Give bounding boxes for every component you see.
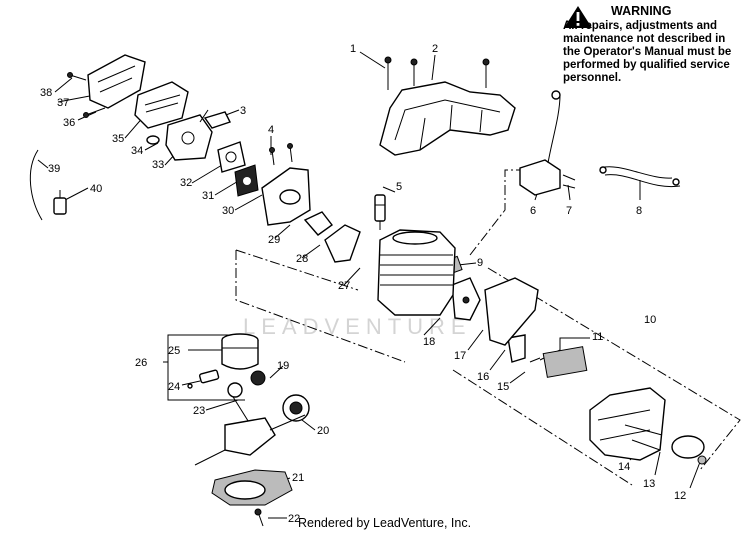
- part-muffler-nut: [697, 455, 707, 465]
- callout-9: 9: [477, 257, 483, 269]
- callout-15: 15: [497, 381, 509, 393]
- part-filter-screw: [83, 107, 106, 118]
- callout-7: 7: [566, 205, 572, 217]
- callout-17: 17: [454, 350, 466, 362]
- callout-32: 32: [180, 177, 192, 189]
- warning-text: All repairs, adjustments and maintenance…: [563, 20, 732, 84]
- part-carb-clip: [203, 111, 231, 129]
- part-piston: [221, 333, 259, 370]
- part-filter-cover: [87, 54, 146, 109]
- part-fuel-line: [29, 149, 43, 221]
- callout-20: 20: [317, 425, 329, 437]
- part-cylinder-cover: [379, 81, 516, 156]
- callout-40: 40: [90, 183, 102, 195]
- part-ground-wire: [599, 166, 681, 188]
- callout-38: 38: [40, 87, 52, 99]
- part-intake-manifold: [261, 167, 311, 226]
- callout-36: 36: [63, 117, 75, 129]
- callout-37: 37: [57, 97, 69, 109]
- callout-35: 35: [112, 133, 124, 145]
- callout-numbers: 1 2 3 4 5 6 7 8 9 10 11 12 13 14 15 16 1…: [40, 43, 686, 525]
- callout-3: 3: [240, 105, 246, 117]
- part-heat-shield: [484, 277, 539, 346]
- part-heat-shield-screw: [529, 357, 541, 363]
- part-crankshaft: [194, 382, 306, 466]
- callout-29: 29: [268, 234, 280, 246]
- part-carburetor: [165, 109, 213, 161]
- callout-2: 2: [432, 43, 438, 55]
- part-cover-screws: [384, 56, 490, 90]
- warning-title: WARNING: [611, 4, 672, 18]
- callout-18: 18: [423, 336, 435, 348]
- callout-14: 14: [618, 461, 630, 473]
- part-needle-bearing: [250, 370, 266, 386]
- part-gasket-plate: [451, 277, 481, 321]
- part-crankcase-screw: [254, 508, 264, 527]
- part-intake-screws: [269, 143, 293, 166]
- callout-16: 16: [477, 371, 489, 383]
- warning-triangle-icon: [564, 6, 592, 28]
- callout-6: 6: [530, 205, 536, 217]
- callout-27: 27: [338, 280, 350, 292]
- callout-21: 21: [292, 472, 304, 484]
- callout-12: 12: [674, 490, 686, 502]
- callout-39: 39: [48, 163, 60, 175]
- part-intake-boot: [324, 224, 361, 263]
- callout-26: 26: [135, 357, 147, 369]
- part-spark-arrestor: [542, 346, 588, 378]
- callout-10: 10: [644, 314, 656, 326]
- callout-4: 4: [268, 124, 274, 136]
- callout-34: 34: [131, 145, 143, 157]
- callout-28: 28: [296, 253, 308, 265]
- watermark: LEADVENTURE: [243, 314, 472, 339]
- part-crank-bearing-right: [282, 394, 310, 422]
- part-spark-plug: [374, 194, 386, 230]
- part-intake-adapter: [303, 211, 333, 236]
- callout-22: 22: [288, 513, 300, 525]
- callout-25: 25: [168, 345, 180, 357]
- part-bracket: [507, 334, 526, 363]
- part-wrist-pin: [187, 369, 220, 389]
- footer-credit: Rendered by LeadVenture, Inc.: [298, 516, 472, 530]
- callout-1: 1: [350, 43, 356, 55]
- part-ignition-module: [519, 90, 561, 196]
- part-muffler: [589, 387, 705, 461]
- part-module-screws: [562, 174, 576, 189]
- callout-24: 24: [168, 381, 180, 393]
- callout-8: 8: [636, 205, 642, 217]
- callout-30: 30: [222, 205, 234, 217]
- callout-23: 23: [193, 405, 205, 417]
- callout-11: 11: [592, 331, 603, 343]
- part-air-screen: [146, 135, 160, 145]
- warning-notice: WARNING All repairs, adjustments and mai…: [563, 5, 745, 85]
- callout-5: 5: [396, 181, 402, 193]
- part-muffler-bolts: [624, 424, 663, 451]
- callout-13: 13: [643, 478, 655, 490]
- part-crankcase: [211, 469, 293, 506]
- part-cover-screw: [67, 72, 87, 81]
- part-air-filter: [134, 81, 189, 129]
- part-fuel-filter: [53, 190, 67, 215]
- callout-19: 19: [277, 360, 289, 372]
- assembly-guide-lines: [235, 169, 741, 486]
- callout-31: 31: [202, 190, 214, 202]
- part-cylinder: [377, 229, 456, 316]
- part-spacer-plate: [217, 141, 246, 173]
- callout-33: 33: [152, 159, 164, 171]
- part-carb-gasket: [234, 164, 259, 197]
